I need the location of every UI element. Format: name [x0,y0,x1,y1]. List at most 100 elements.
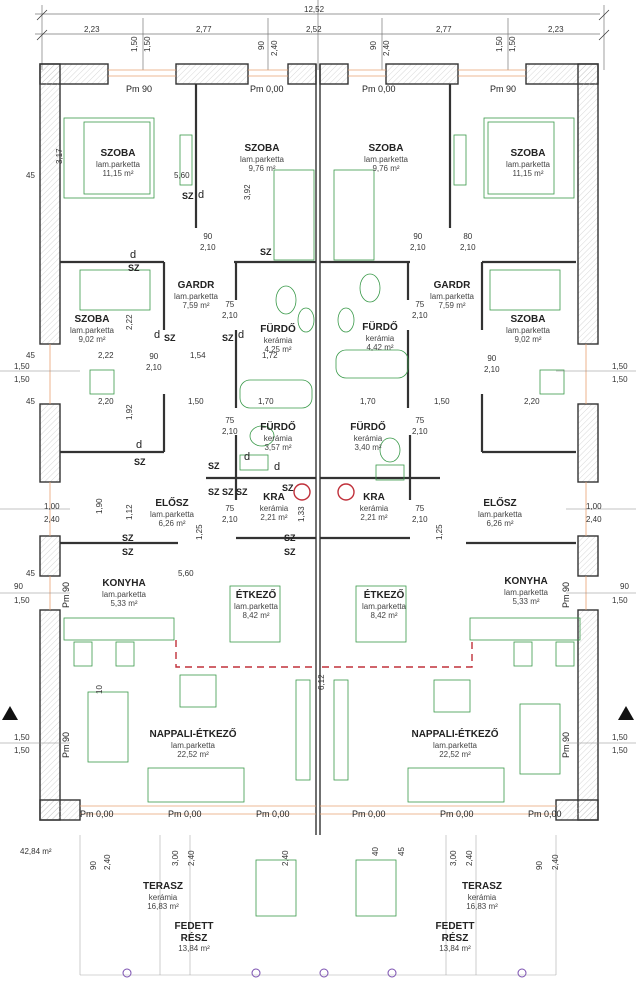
win-l2-h: 2,40 [270,40,279,56]
room-furdo-r2: FÜRDŐ kerámia 3,40 m² [350,422,386,452]
symbol-sz: SZ [208,461,220,471]
dim-222v: 2,22 [125,314,134,330]
room-area: 6,26 m² [158,518,186,528]
tv-right [333,679,349,781]
dimension-lines-top [35,0,610,70]
bed-left [63,117,155,199]
dim-seg-4: 2,77 [436,25,452,34]
room-name: FEDETT [174,921,214,932]
side-dim-lines [0,370,636,744]
level-pm000-br1: Pm 0,00 [352,809,386,819]
room-area: 6,26 m² [486,518,514,528]
party-wall [315,64,321,835]
dim-170-r: 1,70 [360,397,376,406]
room-terasz-r: TERASZ kerámia 16,83 m² [462,881,502,911]
dim-terr-l-240b: 2,40 [187,850,196,866]
door-width: 90 [487,354,497,363]
symbol-d: d [136,439,143,451]
dim-317: 3,17 [55,148,64,164]
room-material: kerámia [263,335,293,345]
wardrobe-right [453,134,467,186]
room-material: kerámia [359,503,389,513]
room-name: FEDETT [435,921,475,932]
grid-markers [122,968,527,978]
room-elosz-l: ELŐSZ lam.parketta 6,26 m² [150,498,194,528]
dim-192: 1,92 [125,404,134,420]
room-furdo-r1: FÜRDŐ kerámia 4,42 m² [362,322,398,352]
room-terasz-l: TERASZ kerámia 16,83 m² [143,881,183,911]
dining-table-left [229,585,281,643]
level-pm000-br2: Pm 0,00 [440,809,474,819]
dim-side-l-90: 90 [14,582,23,591]
dim-terr-r-40: 40 [371,847,380,856]
bed-single-right [333,169,375,261]
dashed-lines [175,640,473,668]
room-name-2: RÉSZ [441,932,469,944]
win-r1-w: 1,50 [495,36,504,52]
counter-right [469,617,581,641]
outer-walls [39,63,599,821]
room-name: ELŐSZ [155,498,189,509]
dim-side-l-150d: 1,50 [14,733,30,742]
room-szoba-l1: SZOBA lam.parketta 11,15 m² [96,148,140,178]
dim-side-r-150c: 1,50 [612,596,628,605]
terrace-grid [79,835,557,976]
room-area: 11,15 m² [102,168,134,178]
furniture [63,117,581,917]
room-area: 7,59 m² [182,300,210,310]
room-material: kerámia [148,892,178,902]
wardrobe-left [179,134,193,186]
room-nappali-r: NAPPALI-ÉTKEZŐ lam.parketta 22,52 m² [411,729,498,759]
room-szoba-l3: SZOBA lam.parketta 9,02 m² [70,314,114,344]
room-gardr-r: GARDR lam.parketta 7,59 m² [430,280,474,310]
win-r2-w: 90 [369,41,378,50]
symbol-d: d [130,249,137,261]
room-material: lam.parketta [101,589,147,599]
room-name: GARDR [177,280,215,291]
dim-seg-1: 2,23 [84,25,100,34]
door-width: 80 [463,232,473,241]
section-arrow-left [2,706,18,720]
win-r1-h: 1,50 [508,36,517,52]
symbol-sz: SZ [128,263,140,273]
door-height: 2,10 [146,362,162,372]
terrace-table-right [355,859,397,917]
dim-side-l-45c: 45 [26,397,35,406]
room-area: 16,83 m² [147,901,179,911]
level-pm000-bl2: Pm 0,00 [168,809,202,819]
level-pm90-tl: Pm 90 [126,84,153,94]
room-area: 3,57 m² [264,442,292,452]
symbol-sz: SZ [284,547,296,557]
level-pm90-l-kitchen: Pm 90 [61,581,71,608]
symbol-d: d [238,329,245,341]
dim-terr-r-240a: 2,40 [465,850,474,866]
room-name: TERASZ [462,881,502,892]
dining-table-right [355,585,407,643]
dim-terr-r-45: 45 [397,847,406,856]
room-area: 22,52 m² [177,749,209,759]
room-area: 2,21 m² [360,512,388,522]
dim-side-l-150b: 1,50 [14,375,30,384]
room-area: 9,76 m² [372,163,400,173]
dim-side-l-100: 1,00 [44,502,60,511]
room-name: GARDR [433,280,471,291]
symbol-sz: SZ [236,487,248,497]
symbol-sz: SZ [208,487,220,497]
dim-seg-5: 2,23 [548,25,564,34]
symbol-sz: SZ [182,191,194,201]
room-area: 8,42 m² [242,610,270,620]
room-name: SZOBA [510,314,546,325]
level-pm90-tr: Pm 90 [490,84,517,94]
floor-drain-marker-right [337,483,355,501]
room-szoba-r1: SZOBA lam.parketta 11,15 m² [506,148,550,178]
toilet-right [359,273,381,303]
tv-left [295,679,311,781]
room-material: lam.parketta [505,325,551,335]
door-width: 75 [415,416,425,425]
room-material: kerámia [467,892,497,902]
door-width: 90 [413,232,423,241]
floor-drain-marker-left [293,483,311,501]
door-width: 75 [225,504,235,513]
